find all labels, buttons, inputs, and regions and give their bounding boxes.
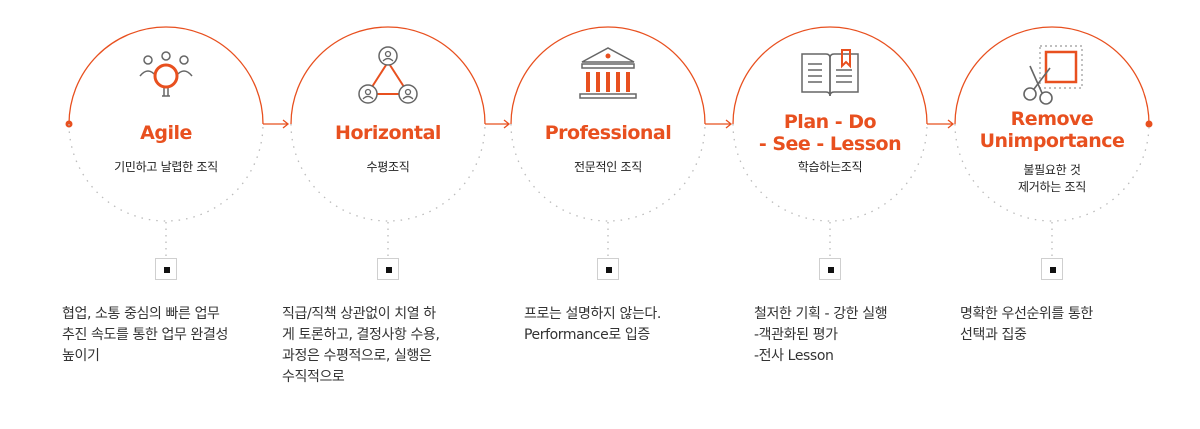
arrow-4-5 xyxy=(927,119,955,129)
arrow-2-3 xyxy=(485,119,511,129)
step-1-description: 협업, 소통 중심의 빠른 업무 추진 속도를 통한 업무 완결성 높이기 xyxy=(62,306,228,364)
institution-building-icon xyxy=(579,47,637,99)
step-3-description: 프로는 설명하지 않는다. Performance로 입증 xyxy=(524,306,661,343)
step-2-description: 직급/직책 상관없이 치열 하 게 토론하고, 결정사항 수용, 과정은 수평적… xyxy=(282,306,440,385)
step-1-title: Agile xyxy=(140,122,192,144)
circle-3-dotted-arc xyxy=(510,123,706,222)
magnifier-people-icon xyxy=(139,51,193,97)
step-1-subtitle: 기민하고 날렵한 조직 xyxy=(114,160,218,174)
step-3-subtitle: 전문적인 조직 xyxy=(574,160,642,174)
step-3-title: Professional xyxy=(544,122,672,144)
circle-1-solid-arc xyxy=(68,26,264,125)
step-1-marker xyxy=(155,258,177,280)
circle-2-solid-arc xyxy=(290,26,486,125)
step-3-marker xyxy=(597,258,619,280)
step-2-title: Horizontal xyxy=(335,122,441,144)
circle-3-solid-arc xyxy=(510,26,706,125)
step-2-marker xyxy=(377,258,399,280)
connected-people-icon xyxy=(358,46,418,104)
step-5-description: 명확한 우선순위를 통한 선택과 집중 xyxy=(960,306,1093,343)
step-4-description: 철저한 기획 - 강한 실행 -객관화된 평가 -전사 Lesson xyxy=(754,306,888,364)
circle-2-dotted-arc xyxy=(290,123,486,222)
step-5-title: Remove Unimportance xyxy=(979,108,1125,152)
scissors-cut-icon xyxy=(1023,45,1083,105)
step-4-title: Plan - Do - See - Lesson xyxy=(758,111,902,155)
open-book-icon xyxy=(801,49,859,97)
circle-5-solid-arc xyxy=(954,26,1150,125)
arrow-3-4 xyxy=(705,119,733,129)
step-4-subtitle: 학습하는조직 xyxy=(797,160,863,174)
step-5-subtitle: 불필요한 것 제거하는 조직 xyxy=(1018,163,1086,194)
circle-1-dotted-arc xyxy=(68,123,264,222)
arrow-1-2 xyxy=(263,119,290,129)
circle-4-solid-arc xyxy=(732,26,928,125)
step-4-marker xyxy=(819,258,841,280)
circle-5-dotted-arc xyxy=(954,123,1150,222)
circle-4-dotted-arc xyxy=(732,123,928,222)
step-2-subtitle: 수평조직 xyxy=(366,160,410,174)
step-5-marker xyxy=(1041,258,1063,280)
